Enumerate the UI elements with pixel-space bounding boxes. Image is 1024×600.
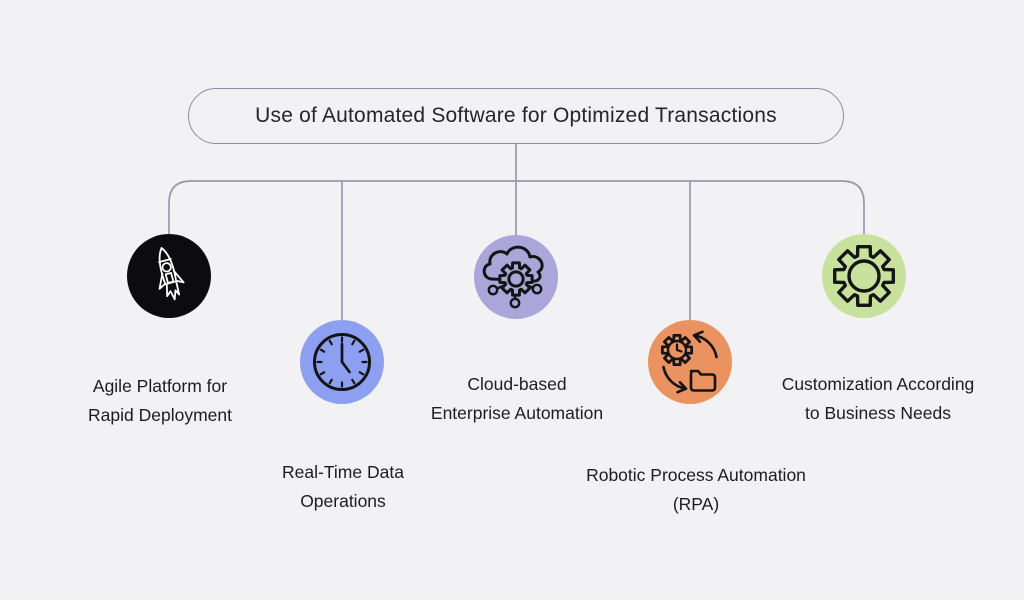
gear-icon	[833, 245, 895, 307]
label-line: to Business Needs	[805, 402, 951, 423]
label-line: Agile Platform for	[92, 376, 228, 396]
process-automation-icon	[660, 330, 718, 394]
node-circle-cloud[interactable]	[474, 235, 558, 319]
title-text: Use of Automated Software for Optimized …	[255, 104, 777, 127]
node-circle-realtime[interactable]	[300, 320, 384, 404]
node-label-rpa: Robotic Process Automation (RPA)	[536, 461, 856, 518]
label-line: Real-Time Data	[282, 462, 404, 482]
title-box[interactable]: Use of Automated Software for Optimized …	[188, 88, 844, 144]
node-label-custom: Customization According to Business Need…	[728, 370, 1024, 427]
label-line: Rapid Deployment	[88, 404, 232, 425]
label-line: Enterprise Automation	[430, 402, 604, 423]
rocket-icon	[158, 247, 185, 301]
label-line: Operations	[300, 490, 386, 511]
label-line: Cloud-based	[467, 374, 567, 394]
node-label-agile: Agile Platform for Rapid Deployment	[20, 372, 300, 429]
node-circle-custom[interactable]	[822, 234, 906, 318]
label-line: (RPA)	[672, 493, 720, 514]
label-line: Robotic Process Automation	[586, 465, 806, 485]
node-label-realtime: Real-Time Data Operations	[213, 458, 473, 515]
clock-icon	[313, 333, 371, 391]
node-circle-rpa[interactable]	[648, 320, 732, 404]
node-circle-agile[interactable]	[127, 234, 211, 318]
cloud-network-icon	[482, 245, 544, 309]
node-label-cloud: Cloud-based Enterprise Automation	[387, 370, 647, 427]
label-line: Customization According	[781, 374, 975, 394]
